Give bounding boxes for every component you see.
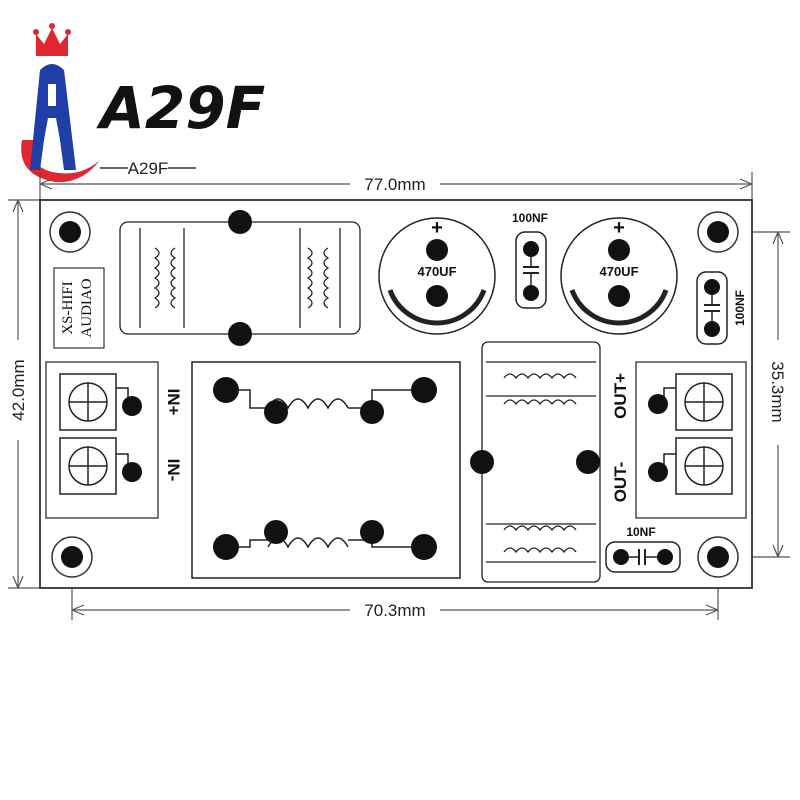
pad [470, 450, 494, 474]
brand-silkscreen: XS-HIFI AUDIAO [53, 267, 105, 349]
mount-hole-bottom-right [697, 536, 739, 578]
output-plus-label: OUT+ [611, 373, 630, 419]
small-capacitor-top: 100NF [512, 211, 548, 309]
small-cap-right-label: 100NF [733, 290, 747, 326]
mount-hole-top-left [49, 211, 91, 253]
dimension-width-top: 77.0mm [364, 175, 425, 194]
dimension-height-right: 35.3mm [768, 361, 787, 422]
dimension-top [39, 172, 753, 200]
swoosh-icon [21, 140, 101, 183]
mount-hole-bottom-left [51, 536, 93, 578]
capacitor-right-plus: + [613, 217, 625, 239]
capacitor-left-plus: + [431, 217, 443, 239]
small-cap-bottom-label: 10NF [626, 525, 655, 539]
dimension-width-bottom: 70.3mm [364, 601, 425, 620]
brand-line-2: AUDIAO [79, 278, 95, 337]
small-capacitor-bottom: 10NF [605, 525, 681, 573]
crown-icon [36, 28, 68, 56]
pad [228, 322, 252, 346]
tower-icon [30, 64, 76, 170]
pad [264, 520, 288, 544]
capacitor-left: + 470UF [378, 217, 496, 335]
pad [576, 450, 600, 474]
logo-small-text: A29F [128, 159, 169, 178]
capacitor-right: + 470UF [560, 217, 678, 335]
output-minus-label: OUT- [611, 462, 630, 503]
small-cap-top-label: 100NF [512, 211, 548, 225]
pad [360, 520, 384, 544]
capacitor-left-value: 470UF [417, 264, 456, 279]
input-terminal [45, 361, 159, 519]
mounting-holes [49, 211, 739, 578]
mount-hole-top-right [697, 211, 739, 253]
pad [264, 400, 288, 424]
pad [411, 377, 437, 403]
dimension-height-left: 42.0mm [9, 359, 28, 420]
pad [213, 534, 239, 560]
input-minus-label: IN- [164, 459, 183, 482]
pad [228, 210, 252, 234]
brand-logo: A29F A29F [21, 23, 265, 183]
capacitor-right-value: 470UF [599, 264, 638, 279]
pad [213, 377, 239, 403]
brand-line-1: XS-HIFI [60, 281, 76, 334]
input-plus-label: IN+ [164, 389, 183, 416]
small-capacitor-right: 100NF [696, 271, 747, 345]
pad [411, 534, 437, 560]
output-terminal [635, 361, 747, 519]
logo-mark-text: A29F [96, 74, 265, 142]
dimension-left [8, 199, 40, 589]
pad [360, 400, 384, 424]
